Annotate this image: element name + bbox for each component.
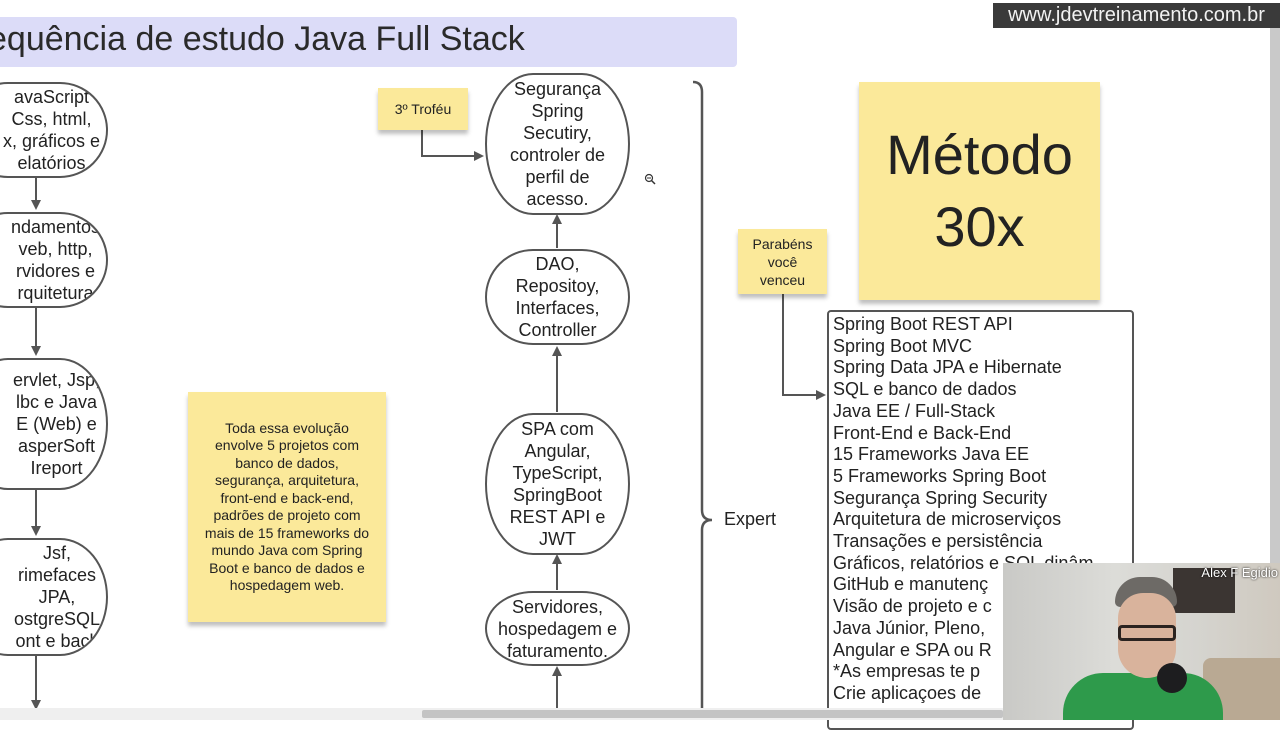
skill-item: Spring Boot REST API — [833, 314, 1013, 334]
node-spa-angular: SPA com Angular, TypeScript, SpringBoot … — [485, 413, 630, 555]
skill-item: 15 Frameworks Java EE — [833, 444, 1030, 465]
microphone-icon — [1157, 663, 1187, 693]
note-congrats: Parabéns você venceu — [738, 229, 827, 294]
webcam-name: Alex F Egidio — [1201, 565, 1278, 580]
skill-item: SQL e banco de dados — [833, 379, 1017, 400]
skill-item: Java Júnior, Pleno, — [833, 617, 986, 638]
skill-item: GitHub e manutenç — [833, 574, 989, 595]
skill-item: Crie aplicaçoes de — [833, 682, 982, 703]
node-label: ervlet, Jsp, lbc e Java E (Web) e asperS… — [12, 370, 100, 478]
page-title: equência de estudo Java Full Stack — [0, 20, 525, 58]
vertical-scrollbar[interactable] — [1270, 28, 1280, 563]
skill-item: Java EE / Full-Stack — [833, 400, 996, 421]
skill-item: Spring Data JPA e Hibernate — [833, 357, 1062, 378]
zoom-out-icon — [644, 172, 656, 185]
node-fundamentos-web: ndamentos veb, http, rvidores e rquitetu… — [0, 212, 108, 308]
bookshelf — [1173, 568, 1235, 613]
node-jsf-primefaces: Jsf, rimefaces JPA, ostgreSQL ont e back — [0, 538, 108, 656]
horizontal-scrollbar-thumb[interactable] — [422, 710, 1003, 718]
note-evolution: Toda essa evolução envolve 5 projetos co… — [188, 392, 386, 622]
person-shirt — [1063, 673, 1223, 720]
note-text: Método 30x — [886, 123, 1073, 258]
bracket-label-expert: Expert — [724, 509, 777, 529]
skill-item: Front-End e Back-End — [833, 422, 1012, 443]
skill-item: 5 Frameworks Spring Boot — [833, 465, 1047, 486]
skill-item: Angular e SPA ou R — [833, 639, 992, 660]
note-text: Parabéns você venceu — [752, 235, 813, 288]
node-servidores: Servidores, hospedagem e faturamento. — [485, 591, 630, 666]
skill-item: Spring Boot MVC — [833, 335, 973, 356]
expert-bracket — [692, 80, 713, 720]
arrow-trophy — [421, 130, 484, 161]
skill-item: *As empresas te p — [833, 661, 981, 682]
skill-item: Arquitetura de microserviços — [833, 509, 1062, 530]
node-seguranca-spring: Segurança Spring Secutiry, controler de … — [485, 73, 630, 215]
node-label: DAO, Repositoy, Interfaces, Controller — [515, 254, 600, 340]
watermark: www.jdevtreinamento.com.br — [993, 3, 1280, 28]
webcam-overlay: Alex F Egidio — [1003, 563, 1280, 720]
skill-item: Visão de projeto e c — [833, 596, 992, 617]
skill-item: Transações e persistência — [833, 531, 1043, 552]
node-javascript: avaScript Css, html, x, gráficos e elató… — [0, 82, 108, 178]
note-trophy: 3º Troféu — [378, 88, 468, 130]
skill-item: Segurança Spring Security — [833, 487, 1048, 508]
node-label: avaScript Css, html, x, gráficos e elató… — [2, 87, 100, 173]
glasses — [1118, 625, 1176, 641]
node-servlet-jsp: ervlet, Jsp, lbc e Java E (Web) e asperS… — [0, 358, 108, 490]
arrow-congrats — [782, 294, 826, 400]
note-text: 3º Troféu — [394, 101, 452, 117]
node-label: ndamentos veb, http, rvidores e rquitetu… — [10, 217, 100, 303]
node-label: Segurança Spring Secutiry, controler de … — [509, 79, 606, 209]
node-dao-repository: DAO, Repositoy, Interfaces, Controller — [485, 249, 630, 345]
note-text: Toda essa evolução envolve 5 projetos co… — [204, 419, 370, 594]
node-label: Jsf, rimefaces JPA, ostgreSQL ont e back — [13, 543, 100, 651]
note-method-30x: Método 30x — [859, 82, 1100, 300]
node-label: Servidores, hospedagem e faturamento. — [497, 596, 618, 661]
node-label: SPA com Angular, TypeScript, SpringBoot … — [509, 419, 606, 549]
title-banner — [0, 17, 737, 67]
